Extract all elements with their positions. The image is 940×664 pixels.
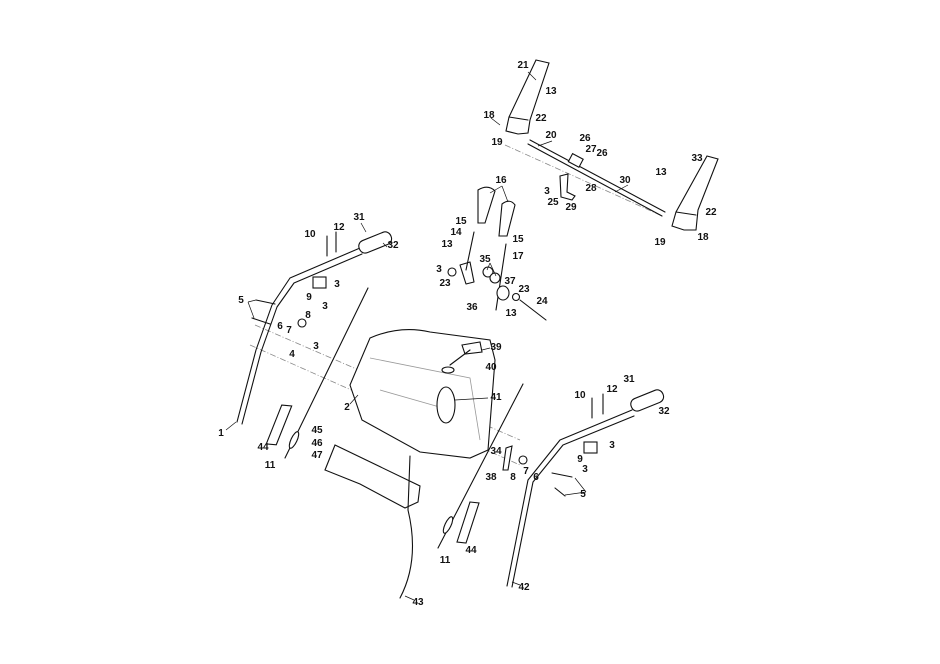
part-label: 3 [322, 301, 328, 312]
cover-plate [324, 444, 421, 509]
part-label: 7 [523, 466, 529, 477]
lower-handle-left [236, 231, 393, 425]
part-label: 17 [512, 251, 524, 262]
part-label: 3 [436, 264, 442, 275]
part-label: 3 [582, 464, 588, 475]
part-label: 34 [490, 446, 502, 457]
part-label: 31 [623, 374, 635, 385]
part-label: 26 [596, 148, 608, 159]
part-label: 13 [545, 86, 557, 97]
part-label: 5 [238, 295, 244, 306]
part-label: 13 [441, 239, 453, 250]
levers [447, 186, 547, 321]
upper-handle-left [505, 59, 550, 135]
part-label: 22 [705, 207, 717, 218]
part-label: 4 [289, 349, 295, 360]
part-label: 33 [691, 153, 703, 164]
lower-handle-right [502, 389, 665, 588]
part-label: 20 [545, 130, 557, 141]
part-label: 41 [490, 392, 502, 403]
part-label: 9 [306, 292, 312, 303]
control-console [349, 329, 496, 459]
part-label: 32 [658, 406, 670, 417]
part-label: 44 [465, 545, 477, 556]
part-label: 11 [264, 460, 276, 471]
part-label: 39 [490, 342, 502, 353]
part-label: 23 [439, 278, 451, 289]
part-label: 40 [485, 362, 497, 373]
part-label: 19 [654, 237, 666, 248]
part-label: 24 [536, 296, 548, 307]
part-label: 3 [334, 279, 340, 290]
part-label: 43 [412, 597, 424, 608]
part-label: 10 [574, 390, 586, 401]
part-label: 35 [479, 254, 491, 265]
part-label: 28 [585, 183, 597, 194]
part-label: 21 [517, 60, 529, 71]
part-label: 3 [544, 186, 550, 197]
part-label: 45 [311, 425, 323, 436]
part-label: 23 [518, 284, 530, 295]
part-label: 37 [504, 276, 516, 287]
part-label: 13 [655, 167, 667, 178]
upper-handle-right [671, 155, 719, 231]
part-label: 46 [311, 438, 323, 449]
part-label: 47 [311, 450, 323, 461]
part-label: 8 [305, 310, 311, 321]
part-label: 7 [286, 325, 292, 336]
part-label: 12 [333, 222, 345, 233]
part-label: 1 [218, 428, 224, 439]
part-label: 6 [277, 321, 283, 332]
part-label: 6 [533, 472, 539, 483]
part-label: 42 [518, 582, 530, 593]
part-label: 27 [585, 144, 597, 155]
part-label: 3 [609, 440, 615, 451]
part-label: 2 [344, 402, 350, 413]
part-label: 18 [697, 232, 709, 243]
part-label: 38 [485, 472, 497, 483]
part-label: 29 [565, 202, 577, 213]
part-label: 16 [495, 175, 507, 186]
part-label: 11 [439, 555, 451, 566]
part-label: 32 [387, 240, 399, 251]
part-label: 3 [313, 341, 319, 352]
part-label: 15 [512, 234, 524, 245]
part-label: 31 [353, 212, 365, 223]
part-label: 30 [619, 175, 631, 186]
part-label: 13 [505, 308, 517, 319]
part-label: 22 [535, 113, 547, 124]
part-label: 9 [577, 454, 583, 465]
part-label: 25 [547, 197, 559, 208]
part-label: 15 [455, 216, 467, 227]
part-label: 10 [304, 229, 316, 240]
part-label: 18 [483, 110, 495, 121]
part-label: 44 [257, 442, 269, 453]
part-label: 36 [466, 302, 478, 313]
part-label: 8 [510, 472, 516, 483]
part-label: 14 [450, 227, 462, 238]
part-label: 19 [491, 137, 503, 148]
part-label: 26 [579, 133, 591, 144]
part-label: 12 [606, 384, 618, 395]
part-label: 5 [580, 489, 586, 500]
